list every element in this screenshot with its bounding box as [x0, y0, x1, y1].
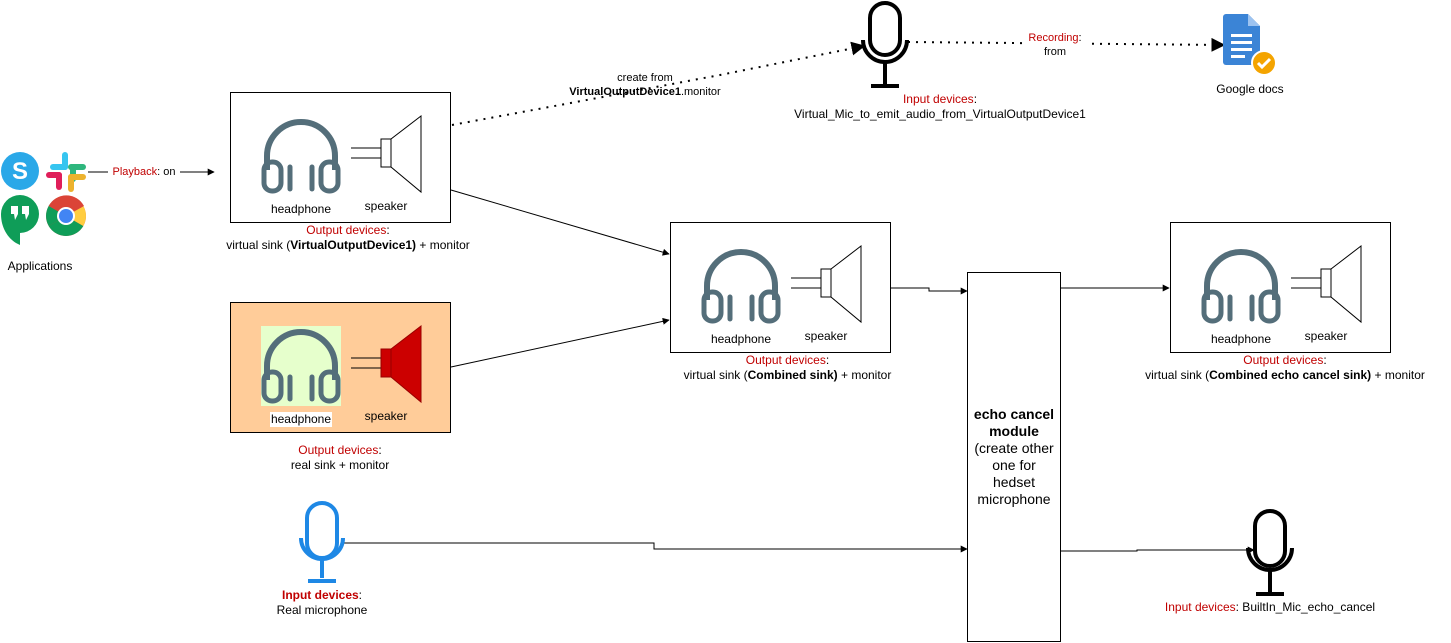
headphone-icon — [261, 119, 341, 194]
headphone-label: headphone — [1210, 332, 1272, 346]
echo-module-title: echo cancel module — [973, 406, 1055, 439]
speaker-icon — [351, 324, 422, 404]
recording-edge-label: Recording: from — [1022, 31, 1088, 59]
speaker-icon — [351, 114, 422, 194]
applications-icons: S — [1, 152, 86, 245]
echo-cancel-module: echo cancel module (create other one for… — [967, 272, 1061, 642]
edge-realmic-to-echo — [342, 542, 968, 553]
real-mic-caption: Input devices: Real microphone — [276, 588, 368, 617]
combined-sink-caption: Output devices: virtual sink (Combined s… — [683, 353, 892, 382]
virtual-mic-caption: Input devices: Virtual_Mic_to_emit_audio… — [794, 92, 1086, 121]
real-sink-box: headphone speaker — [230, 302, 451, 433]
create-from-edge-label: create from VirtualOutputDevice1.monitor — [569, 72, 721, 98]
svg-text:S: S — [12, 158, 28, 185]
hangouts-icon — [1, 195, 39, 245]
edge-realsink-to-combined — [450, 317, 670, 368]
headphone-icon — [701, 249, 781, 324]
google-docs-label: Google docs — [1216, 82, 1284, 96]
edge-echo-to-builtin — [1061, 546, 1255, 554]
skype-icon: S — [1, 152, 39, 190]
google-docs-icon — [1223, 14, 1277, 76]
headphone-icon — [1201, 249, 1281, 324]
echo-module-note: (create other one for hedset microphone — [974, 440, 1054, 507]
builtin-microphone-icon — [1246, 509, 1294, 596]
edge-combined-to-echo — [891, 287, 968, 295]
speaker-label: speaker — [1304, 329, 1348, 343]
slack-icon — [46, 152, 86, 192]
headphone-label: headphone — [270, 412, 332, 427]
edge-vsink-to-combined — [450, 189, 670, 256]
speaker-icon — [791, 244, 862, 324]
chrome-icon — [46, 195, 86, 236]
speaker-icon — [1291, 244, 1362, 324]
playback-edge-label: Playback: on — [108, 165, 180, 180]
virtual-sink-1-box: headphone speaker — [230, 92, 451, 223]
echo-cancel-sink-box: headphone speaker — [1170, 222, 1391, 353]
speaker-label: speaker — [364, 409, 408, 423]
microphone-icon — [861, 1, 909, 88]
real-microphone-icon — [299, 501, 345, 583]
headphone-icon — [261, 329, 341, 404]
echo-cancel-sink-caption: Output devices: virtual sink (Combined e… — [1145, 353, 1425, 382]
builtin-mic-caption: Input devices: BuiltIn_Mic_echo_cancel — [1164, 600, 1376, 614]
speaker-label: speaker — [364, 199, 408, 213]
real-sink-caption: Output devices: real sink + monitor — [290, 443, 390, 472]
applications-label: Applications — [7, 259, 73, 273]
combined-sink-box: headphone speaker — [670, 222, 891, 353]
headphone-highlight — [261, 326, 341, 406]
headphone-label: headphone — [270, 202, 332, 216]
speaker-label: speaker — [804, 329, 848, 343]
virtual-sink-1-caption: Output devices: virtual sink (VirtualOut… — [226, 223, 470, 252]
headphone-label: headphone — [710, 332, 772, 346]
